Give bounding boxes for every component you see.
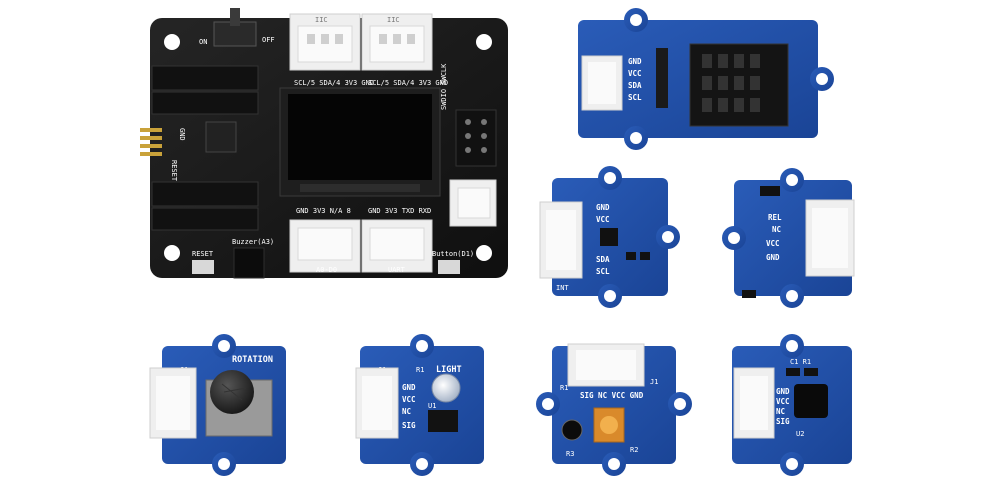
swd-header — [455, 109, 497, 167]
mount-hole — [476, 34, 492, 50]
pin-label: VCC — [596, 215, 610, 224]
pins-bottom-right-label: GND 3V3 TXD RXD — [368, 207, 431, 215]
ref-label: R3 — [566, 450, 574, 458]
right-grove-connector — [449, 179, 497, 227]
pin-label: VCC — [402, 395, 416, 404]
module-ir: C1 R1 GND VCC NC SIG U2 — [732, 334, 852, 476]
mount-hole — [164, 245, 180, 261]
microphone — [561, 419, 583, 441]
ref-label: R1 — [560, 384, 568, 392]
header-top-left — [151, 65, 259, 115]
ref-label: R2 — [630, 446, 638, 454]
ref-label: J1 — [650, 378, 658, 386]
switch-lever — [230, 8, 240, 26]
a0-label: A0-D0 — [316, 266, 337, 274]
side-pins — [140, 128, 162, 156]
button-label: Button(D1) — [432, 250, 474, 258]
swd-label: SWDIO SWCLK — [440, 63, 448, 110]
pin-label: GND — [776, 387, 790, 396]
oled-display — [279, 87, 441, 197]
pin-label: SCL — [628, 93, 642, 102]
pin-label: GND — [596, 203, 610, 212]
pin-label: VCC — [766, 239, 780, 248]
user-button — [438, 260, 460, 274]
header-bottom-left — [151, 181, 259, 231]
module-temp-humidity: GND VCC SDA SCL — [578, 8, 834, 150]
accel-chip — [600, 228, 618, 246]
pin-labels: SIG NC VCC GND — [580, 391, 644, 400]
pin-label: GND — [402, 383, 416, 392]
gnd-side-label: GND — [178, 128, 186, 141]
reset-side-label: RESET — [170, 160, 178, 182]
light-sensor — [431, 373, 461, 403]
pin-label: SIG — [402, 421, 416, 430]
switch-off-label: OFF — [262, 36, 275, 44]
pin-label: SCL — [596, 267, 610, 276]
ref-label: C1 — [546, 426, 554, 434]
switch-on-label: ON — [199, 38, 207, 46]
ref-label: C1 R1 — [790, 358, 811, 366]
iic-left-label: IIC — [315, 16, 328, 24]
pin-label: NC — [402, 407, 411, 416]
dht-sensor — [689, 43, 789, 127]
base-board: ON OFF IIC IIC SCL/5 SDA/4 3V3 GND SCL/5… — [140, 8, 508, 279]
potentiometer — [205, 370, 273, 437]
pin-label: REL — [768, 213, 782, 222]
ic-chip — [656, 48, 668, 108]
module-title: ROTATION — [232, 355, 273, 365]
buzzer-label: Buzzer(A3) — [232, 238, 274, 246]
pin-label: SDA — [596, 255, 610, 264]
int-label: INT — [556, 284, 569, 292]
a0-connector — [289, 219, 361, 273]
iic-connector-left: IIC — [289, 13, 361, 71]
pin-label: NC — [772, 225, 781, 234]
buzzer — [233, 247, 265, 279]
mount-hole — [476, 245, 492, 261]
pin-label: VCC — [776, 397, 790, 406]
pins-top-left-label: SCL/5 SDA/4 3V3 GND — [294, 79, 374, 87]
uart-label: UART — [388, 266, 406, 274]
module-light: LIGHT J1 R1 U1 GND VCC NC SIG — [355, 334, 484, 476]
reset-button — [192, 260, 214, 274]
pin-label: SIG — [776, 417, 790, 426]
ir-receiver — [794, 384, 828, 418]
module-title: LIGHT — [436, 365, 462, 375]
amplifier-chip — [428, 410, 458, 432]
iic-right-label: IIC — [387, 16, 400, 24]
module-accelerometer: GND VCC SDA SCL INT — [539, 166, 680, 308]
module-rotation: ROTATION J1 — [149, 334, 286, 476]
pins-bottom-left-label: GND 3V3 N/A 8 — [296, 207, 351, 215]
pin-label: VCC — [628, 69, 642, 78]
pin-label: GND — [628, 57, 642, 66]
pins-top-right-label: SCL/5 SDA/4 3V3 GND — [368, 79, 448, 87]
uart-connector — [361, 219, 433, 273]
module-relay: REL NC VCC GND — [722, 168, 855, 308]
pin-label: SDA — [628, 81, 642, 90]
ref-label: U2 — [796, 430, 804, 438]
module-sound: J1 R1 SIG NC VCC GND R2 R3 C1 — [536, 343, 692, 476]
ref-label: U1 — [428, 402, 436, 410]
reset-button-label: RESET — [192, 250, 214, 258]
ref-label: R1 — [416, 366, 424, 374]
mcu-chip — [205, 121, 237, 153]
iic-connector-right: IIC — [361, 13, 433, 71]
pin-label: NC — [776, 407, 785, 416]
pin-label: GND — [766, 253, 780, 262]
mount-hole — [164, 34, 180, 50]
